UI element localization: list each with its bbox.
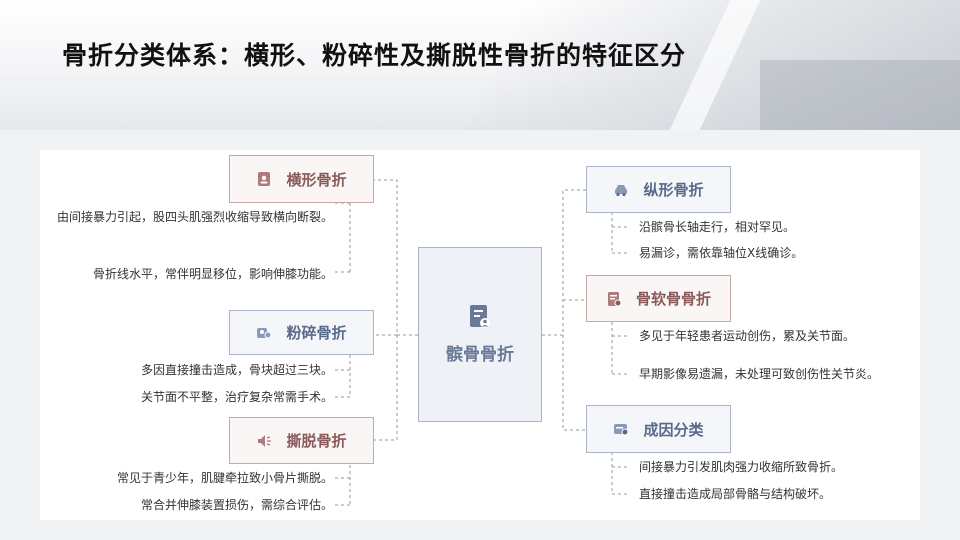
branch-node-longitudinal: 纵形骨折 (586, 166, 731, 213)
page-title: 骨折分类体系：横形、粉碎性及撕脱性骨折的特征区分 (62, 36, 686, 72)
branch-label: 横形骨折 (286, 169, 346, 190)
leaf-text: 骨折线水平，常伴明显移位，影响伸膝功能。 (40, 262, 333, 286)
document-user-icon (468, 304, 492, 330)
id-badge-icon (256, 171, 272, 187)
leaf-text: 间接暴力引发肌肉强力收缩所致骨折。 (639, 455, 843, 479)
branch-node-avulsion: 撕脱骨折 (229, 417, 374, 464)
leaf-text: 沿髌骨长轴走行，相对罕见。 (639, 215, 795, 239)
branch-label: 纵形骨折 (643, 179, 703, 200)
leaf-text: 常见于青少年，肌腱牵拉致小骨片撕脱。 (40, 466, 333, 490)
branch-label: 粉碎骨折 (286, 322, 346, 343)
leaf-text: 多因直接撞击造成，骨块超过三块。 (40, 358, 333, 382)
leaf-text: 常合并伸膝装置损伤，需综合评估。 (40, 493, 333, 517)
leaf-text: 早期影像易遗漏，未处理可致创伤性关节炎。 (639, 362, 879, 386)
leaf-text: 由间接暴力引起，股四头肌强烈收缩导致横向断裂。 (45, 205, 333, 229)
branch-node-cause: 成因分类 (586, 405, 731, 453)
leaf-text: 多见于年轻患者运动创伤，累及关节面。 (639, 324, 855, 348)
user-group-icon (256, 325, 272, 341)
branch-label: 成因分类 (643, 419, 703, 440)
document-stamp-icon (606, 291, 622, 307)
wallet-icon (613, 421, 629, 437)
branch-label: 撕脱骨折 (286, 430, 346, 451)
branch-node-osteochondral: 骨软骨骨折 (586, 275, 731, 322)
center-label: 髌骨骨折 (446, 340, 514, 365)
branch-node-transverse: 横形骨折 (229, 155, 374, 203)
leaf-text: 关节面不平整，治疗复杂常需手术。 (40, 385, 333, 409)
car-icon (613, 182, 629, 198)
center-node: 髌骨骨折 (418, 247, 542, 422)
branch-node-comminuted: 粉碎骨折 (229, 310, 374, 355)
leaf-text: 直接撞击造成局部骨骼与结构破坏。 (639, 482, 831, 506)
leaf-text: 易漏诊，需依靠轴位X线确诊。 (639, 241, 803, 265)
branch-label: 骨软骨骨折 (636, 288, 711, 309)
speaker-icon (256, 433, 272, 449)
